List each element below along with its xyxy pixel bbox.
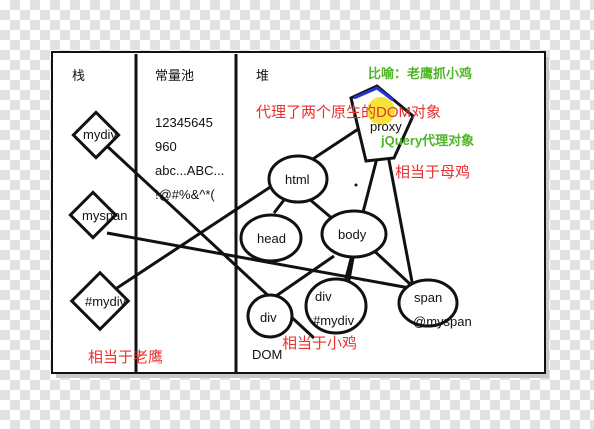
edge-body-span bbox=[368, 245, 412, 286]
dot-mark bbox=[362, 278, 366, 282]
heap-label-span: span bbox=[414, 290, 442, 305]
stack-label: mydiv bbox=[83, 127, 117, 142]
heap-label-myspan: @myspan bbox=[413, 314, 472, 329]
heap-label-html: html bbox=[285, 172, 310, 187]
edge-html-head bbox=[272, 199, 286, 214]
edge-body-div1 bbox=[275, 254, 335, 298]
heap-node-body bbox=[320, 209, 388, 259]
annotation-eagle: 相当于老鹰 bbox=[88, 349, 163, 366]
annotation-proxied-dom: 代理了两个原生的DOM对象 bbox=[256, 104, 441, 121]
stack-header: 栈 bbox=[72, 68, 85, 83]
ref-eagle-to-proxy bbox=[116, 118, 373, 290]
annotation-jquery-proxy: jQuery代理对象 bbox=[380, 133, 474, 148]
proxy-label: proxy bbox=[370, 119, 402, 134]
proxy-highlight-dot bbox=[367, 97, 395, 125]
heap-node-span bbox=[397, 278, 459, 328]
pool-item: abc...ABC... bbox=[155, 163, 224, 178]
annotation-metaphor: 比喻：老鹰抓小鸡 bbox=[368, 66, 472, 81]
stack-node-hash-mydiv bbox=[69, 270, 131, 332]
heap-node-div bbox=[246, 293, 294, 339]
edge-html-body bbox=[307, 196, 335, 222]
dot-mark bbox=[354, 183, 358, 187]
annotation-chicks: 相当于小鸡 bbox=[282, 335, 357, 352]
ref-proxy-to-span bbox=[386, 154, 415, 288]
heap-label-mydiv: #mydiv bbox=[313, 313, 355, 328]
stack-label: myspan bbox=[82, 208, 128, 223]
pool-item: !@#%&^*( bbox=[155, 187, 215, 202]
heap-label-head: head bbox=[257, 231, 286, 246]
dom-label: DOM bbox=[252, 347, 282, 362]
heap-label-div: div bbox=[260, 310, 277, 325]
annotation-mother-hen: 相当于母鸡 bbox=[395, 164, 470, 181]
constant-pool-header: 常量池 bbox=[155, 68, 194, 83]
stack-node-mydiv bbox=[71, 110, 121, 160]
heap-label-div2: div bbox=[315, 289, 332, 304]
heap-node-head bbox=[239, 213, 303, 263]
diagram-panel bbox=[51, 51, 546, 374]
stack-node-myspan bbox=[68, 190, 118, 240]
heap-header: 堆 bbox=[256, 68, 269, 83]
heap-label-body: body bbox=[338, 227, 367, 242]
heap-node-html bbox=[267, 154, 329, 204]
stack-label: #mydiv bbox=[85, 294, 127, 309]
pool-item: 12345645 bbox=[155, 115, 213, 130]
proxy-highlight-edge bbox=[353, 86, 394, 102]
pool-item: 960 bbox=[155, 139, 177, 154]
heap-node-div-mydiv bbox=[304, 277, 368, 335]
